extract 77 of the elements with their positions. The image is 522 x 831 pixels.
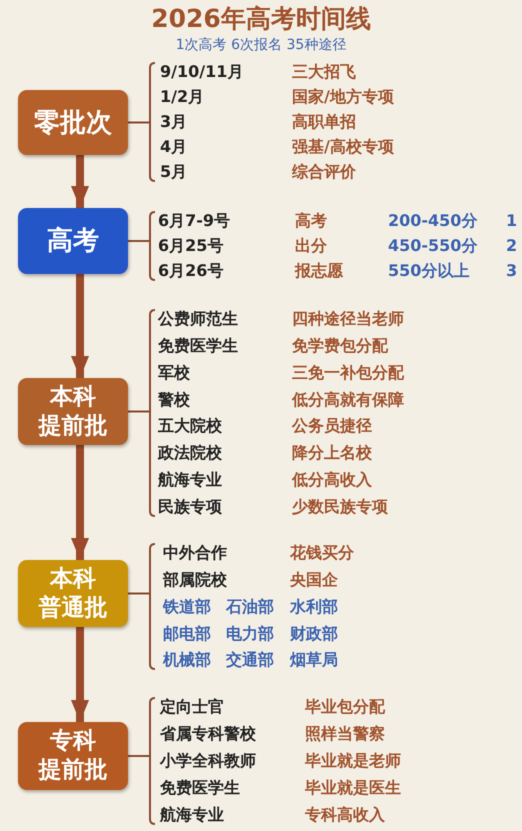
list-text: 强基/高校专项	[292, 136, 394, 158]
list-text: 省属专科警校	[160, 723, 256, 745]
list-text: 三大招飞	[292, 61, 356, 83]
arrow	[71, 155, 89, 208]
list-text: 550分以上	[388, 260, 470, 282]
list-text: 石油部	[226, 596, 274, 618]
list-text: 3月	[160, 111, 188, 133]
list-text: 3	[506, 260, 518, 282]
arrow	[71, 627, 89, 722]
list-text: 邮电部	[163, 623, 211, 645]
list-text: 照样当警察	[305, 723, 385, 745]
list-text: 五大院校	[158, 415, 222, 437]
list-text: 财政部	[290, 623, 338, 645]
list-text: 公费师范生	[158, 308, 238, 330]
stage-box	[18, 208, 128, 274]
list-text: 三免一补包分配	[292, 362, 404, 384]
list-text: 航海专业	[158, 469, 222, 491]
list-text: 军校	[158, 362, 190, 384]
list-text: 6月7-9号	[158, 210, 230, 232]
stage-label: 高考	[47, 226, 99, 256]
list-text: 低分高就有保障	[292, 389, 404, 411]
list-text: 民族专项	[158, 496, 222, 518]
list-text: 降分上名校	[292, 442, 372, 464]
stage-label: 专科提前批	[38, 727, 108, 785]
arrow	[71, 274, 89, 378]
list-text: 1/2月	[160, 86, 204, 108]
list-text: 低分高收入	[292, 469, 372, 491]
stage-box	[18, 378, 128, 445]
list-text: 交通部	[226, 649, 274, 671]
stage-label: 本科提前批	[38, 382, 108, 440]
list-text: 毕业包分配	[305, 696, 385, 718]
list-text: 5月	[160, 161, 188, 183]
stage-box	[18, 722, 128, 790]
title: 2026年高考时间线	[150, 3, 372, 35]
arrow	[71, 445, 89, 560]
list-text: 免学费包分配	[292, 335, 388, 357]
subtitle: 1次高考 6次报名 35种途径	[174, 36, 348, 54]
list-text: 小学全科教师	[160, 750, 256, 772]
list-text: 2	[506, 235, 518, 257]
list-text: 高考	[295, 210, 327, 232]
list-text: 9/10/11月	[160, 61, 244, 83]
list-text: 定向士官	[160, 696, 224, 718]
list-text: 毕业就是老师	[305, 750, 401, 772]
stage-box	[18, 560, 128, 627]
list-text: 专科高收入	[305, 804, 385, 826]
list-text: 综合评价	[292, 161, 356, 183]
list-text: 1	[506, 210, 518, 232]
list-text: 国家/地方专项	[292, 86, 394, 108]
list-text: 政法院校	[158, 442, 222, 464]
list-text: 水利部	[290, 596, 338, 618]
list-text: 报志愿	[295, 260, 343, 282]
list-text: 四种途径当老师	[292, 308, 404, 330]
list-text: 免费医学生	[160, 777, 240, 799]
list-text: 6月25号	[158, 235, 224, 257]
list-text: 6月26号	[158, 260, 224, 282]
list-text: 铁道部	[163, 596, 211, 618]
list-text: 免费医学生	[158, 335, 238, 357]
stage-box	[18, 90, 128, 155]
list-text: 部属院校	[163, 569, 227, 591]
list-text: 花钱买分	[290, 542, 354, 564]
list-text: 中外合作	[163, 542, 227, 564]
list-text: 电力部	[226, 623, 274, 645]
list-text: 毕业就是医生	[305, 777, 401, 799]
list-text: 高职单招	[292, 111, 356, 133]
stage-label: 零批次	[34, 108, 112, 138]
list-text: 警校	[158, 389, 190, 411]
list-text: 央国企	[290, 569, 338, 591]
stage-label: 本科普通批	[38, 564, 108, 622]
list-text: 烟草局	[290, 649, 338, 671]
list-text: 公务员捷径	[292, 415, 372, 437]
list-text: 航海专业	[160, 804, 224, 826]
list-text: 450-550分	[388, 235, 478, 257]
list-text: 4月	[160, 136, 188, 158]
list-text: 少数民族专项	[292, 496, 388, 518]
list-text: 200-450分	[388, 210, 478, 232]
list-text: 出分	[295, 235, 327, 257]
list-text: 机械部	[163, 649, 211, 671]
